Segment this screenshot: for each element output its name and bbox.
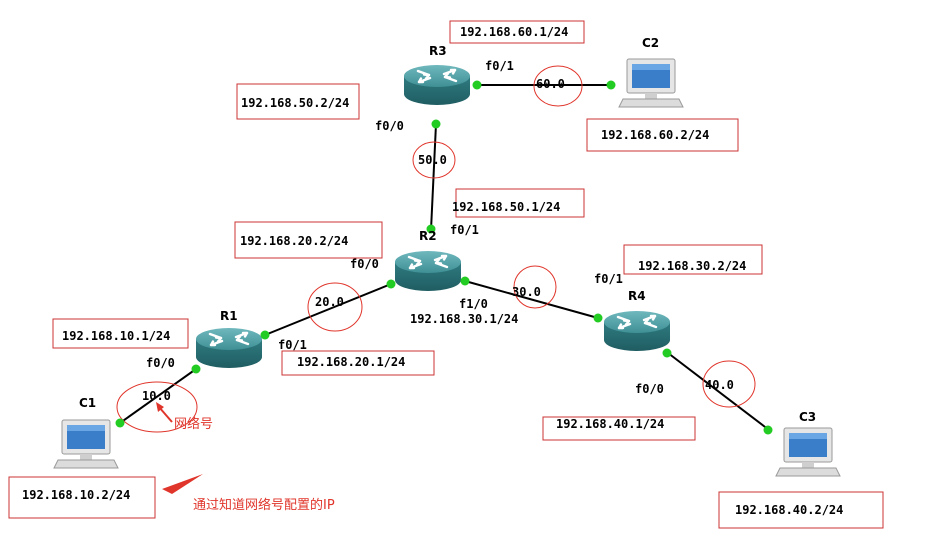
network-circles: [116, 65, 756, 433]
ip-box-r4-f01: [623, 244, 763, 275]
ip-box-r2-f00: [234, 221, 383, 259]
port-dot: [386, 279, 396, 289]
port-dot: [472, 80, 482, 90]
circle-net-40: [702, 360, 756, 408]
ip-box-c2: [586, 118, 739, 152]
link-r1-c1: [119, 368, 197, 424]
annotation-network-number: 网络号: [174, 416, 213, 432]
net-10: 10.0: [142, 389, 171, 403]
annotation-arrow-ip: [162, 474, 203, 494]
ip-r4-f00: 192.168.40.1/24: [556, 417, 664, 431]
router-r1[interactable]: [194, 326, 264, 370]
port-r1-f01: f0/1: [278, 338, 307, 352]
circle-net-60: [533, 65, 583, 107]
annotation-arrow-network: [156, 402, 173, 423]
net-30: 30.0: [512, 285, 541, 299]
ip-c1: 192.168.10.2/24: [22, 488, 130, 502]
port-dot: [460, 276, 470, 286]
link-r2-r4: [464, 280, 599, 319]
port-dot: [431, 119, 441, 129]
port-dot: [426, 224, 436, 234]
port-dot: [115, 418, 125, 428]
ip-r2-f01: 192.168.50.1/24: [452, 200, 560, 214]
port-dot: [606, 80, 616, 90]
ip-r3-f01: 192.168.60.1/24: [460, 25, 568, 39]
port-r3-f01: f0/1: [485, 59, 514, 73]
label-c3: C3: [799, 410, 816, 424]
label-r2: R2: [419, 229, 437, 243]
ip-box-c3: [718, 491, 884, 529]
pc-c2[interactable]: [618, 58, 684, 108]
port-r4-f01: f0/1: [594, 272, 623, 286]
net-40: 40.0: [705, 378, 734, 392]
ip-r3-f00: 192.168.50.2/24: [241, 96, 349, 110]
port-dot: [191, 364, 201, 374]
circle-net-50: [412, 141, 456, 179]
port-dot: [763, 425, 773, 435]
ip-r1-f01: 192.168.20.1/24: [297, 355, 405, 369]
ip-r2-f00: 192.168.20.2/24: [240, 234, 348, 248]
port-r2-f00: f0/0: [350, 257, 379, 271]
port-dot: [593, 313, 603, 323]
ip-box-r3-f00: [236, 83, 360, 120]
port-dots: [115, 80, 773, 435]
ip-c3: 192.168.40.2/24: [735, 503, 843, 517]
label-c2: C2: [642, 36, 659, 50]
router-r3[interactable]: [402, 63, 472, 107]
circle-net-30: [513, 265, 557, 309]
router-r4[interactable]: [602, 309, 672, 353]
pc-c1[interactable]: [53, 419, 119, 469]
ip-r1-f00: 192.168.10.1/24: [62, 329, 170, 343]
ip-box-r4-f00: [542, 416, 696, 441]
ip-box-r1-f00: [52, 318, 189, 349]
port-r3-f00: f0/0: [375, 119, 404, 133]
ip-box-c1: [8, 476, 156, 519]
ip-boxes: [8, 20, 884, 529]
label-r1: R1: [220, 309, 238, 323]
port-r2-f01: f0/1: [450, 223, 479, 237]
ip-box-r2-f01: [455, 188, 585, 218]
link-r2-r1: [264, 283, 392, 336]
ip-c2: 192.168.60.2/24: [601, 128, 709, 142]
port-dot: [662, 348, 672, 358]
net-20: 20.0: [315, 295, 344, 309]
port-r4-f00: f0/0: [635, 382, 664, 396]
pc-c3[interactable]: [775, 427, 841, 477]
port-r1-f00: f0/0: [146, 356, 175, 370]
annotation-ip-by-network: 通过知道网络号配置的IP: [193, 497, 335, 513]
ip-box-r3-f01: [449, 20, 585, 44]
link-r4-c3: [667, 352, 770, 431]
ip-r4-f01: 192.168.30.2/24: [638, 259, 746, 273]
port-r2-f10: f1/0: [459, 297, 488, 311]
net-50: 50.0: [418, 153, 447, 167]
port-dot: [260, 330, 270, 340]
label-r4: R4: [628, 289, 646, 303]
label-r3: R3: [429, 44, 447, 58]
net-60: 60.0: [536, 77, 565, 91]
link-r3-r2: [430, 123, 437, 231]
circle-net-20: [307, 282, 363, 332]
router-r2[interactable]: [393, 249, 463, 293]
label-c1: C1: [79, 396, 96, 410]
ip-box-r1-f01: [281, 350, 435, 376]
circle-net-10: [116, 381, 198, 433]
ip-r2-f10: 192.168.30.1/24: [410, 312, 518, 326]
